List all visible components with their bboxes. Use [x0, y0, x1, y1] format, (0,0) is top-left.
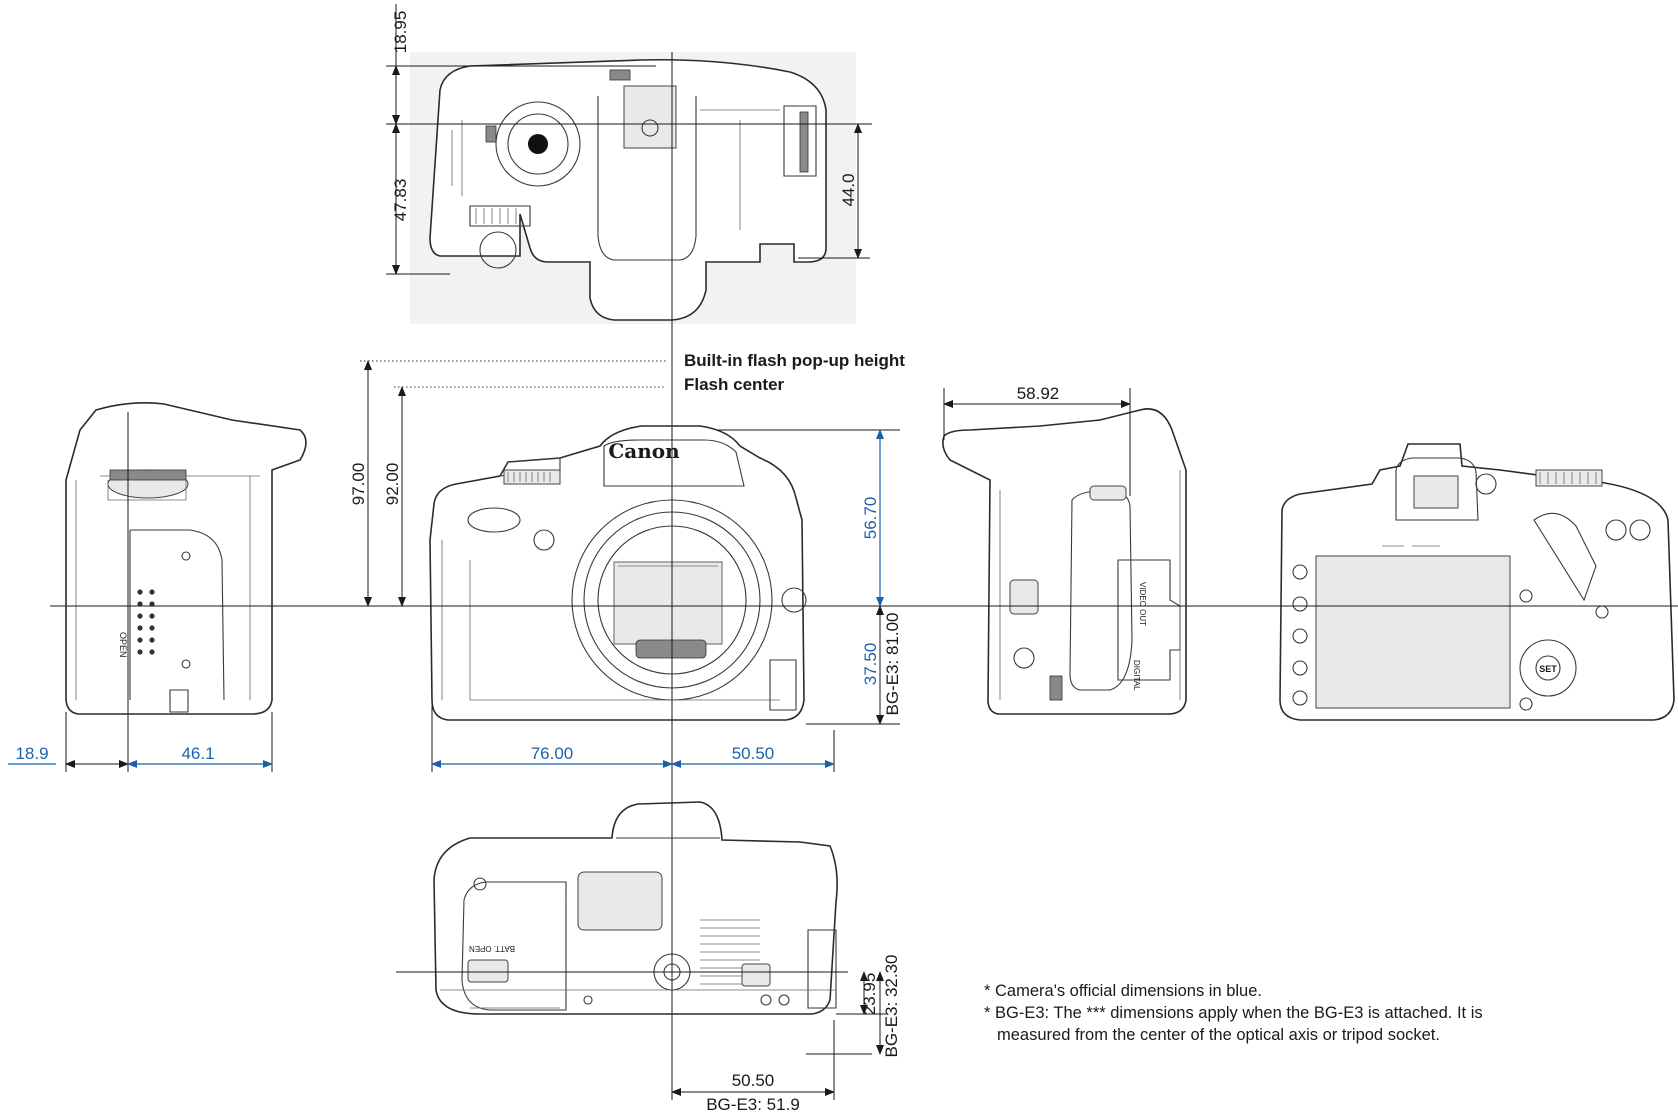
- right-side-depth-top-label: 58.92: [1017, 384, 1060, 403]
- front-brand-label: Canon: [608, 439, 680, 463]
- bottom-tripod-height-label: 23.95: [860, 973, 879, 1016]
- flash-center-height-label: 92.00: [383, 463, 402, 506]
- back-view: SET: [1279, 443, 1675, 721]
- flash-popup-label: Built-in flash pop-up height: [684, 351, 905, 370]
- front-right-width-label: 50.50: [732, 744, 775, 763]
- left-side-vent-dots: [137, 589, 155, 655]
- note-bg-e3-line2: measured from the center of the optical …: [997, 1026, 1440, 1044]
- notes: * Camera's official dimensions in blue. …: [984, 982, 1483, 1044]
- front-view-dimensions: Built-in flash pop-up height Flash cente…: [349, 351, 905, 772]
- front-lower-height-bg-e3-label: BG-E3: 81.00: [883, 612, 902, 715]
- front-left-width-label: 76.00: [531, 744, 574, 763]
- front-view: Canon: [429, 425, 807, 721]
- reference-axes: [50, 52, 1678, 1100]
- back-set-label: SET: [1539, 664, 1557, 674]
- left-side-view: OPEN: [65, 402, 307, 715]
- right-side-dimensions: 58.92: [943, 384, 1131, 496]
- left-side-dimensions: 18.9 46.1: [8, 712, 273, 772]
- bottom-tripod-offset-bg-e3-label: BG-E3: 51.9: [706, 1095, 800, 1112]
- left-side-depth-rear-label: 46.1: [181, 744, 214, 763]
- top-offset-label: 18.95: [391, 11, 410, 54]
- bottom-view: BATT. OPEN: [433, 801, 838, 1015]
- right-side-video-label: VIDEO OUT: [1138, 582, 1147, 626]
- note-official-dimensions: * Camera's official dimensions in blue.: [984, 982, 1262, 1000]
- note-bg-e3-line1: * BG-E3: The *** dimensions apply when t…: [984, 1004, 1483, 1022]
- right-side-digital-label: DIGITAL: [1132, 660, 1141, 691]
- left-side-depth-front-label: 18.9: [15, 744, 48, 763]
- flash-center-label: Flash center: [684, 375, 785, 394]
- front-lower-height-label: 37.50: [861, 643, 880, 686]
- right-side-view: VIDEO OUT DIGITAL: [942, 408, 1187, 715]
- top-height-right-label: 44.0: [839, 173, 858, 206]
- top-height-left-label: 47.83: [391, 179, 410, 222]
- bottom-view-dimensions: 23.95 BG-E3: 32.30 50.50 BG-E3: 51.9: [671, 954, 901, 1114]
- flash-popup-height-label: 97.00: [349, 463, 368, 506]
- bottom-battery-label: BATT. OPEN: [469, 944, 515, 953]
- bottom-tripod-offset-label: 50.50: [732, 1071, 775, 1090]
- bottom-tripod-height-bg-e3-label: BG-E3: 32.30: [882, 954, 901, 1057]
- left-side-port-label: OPEN: [118, 632, 128, 658]
- top-view: [410, 52, 856, 324]
- top-view-dimensions: 18.95 47.83 44.0: [386, 4, 870, 275]
- front-upper-height-label: 56.70: [861, 497, 880, 540]
